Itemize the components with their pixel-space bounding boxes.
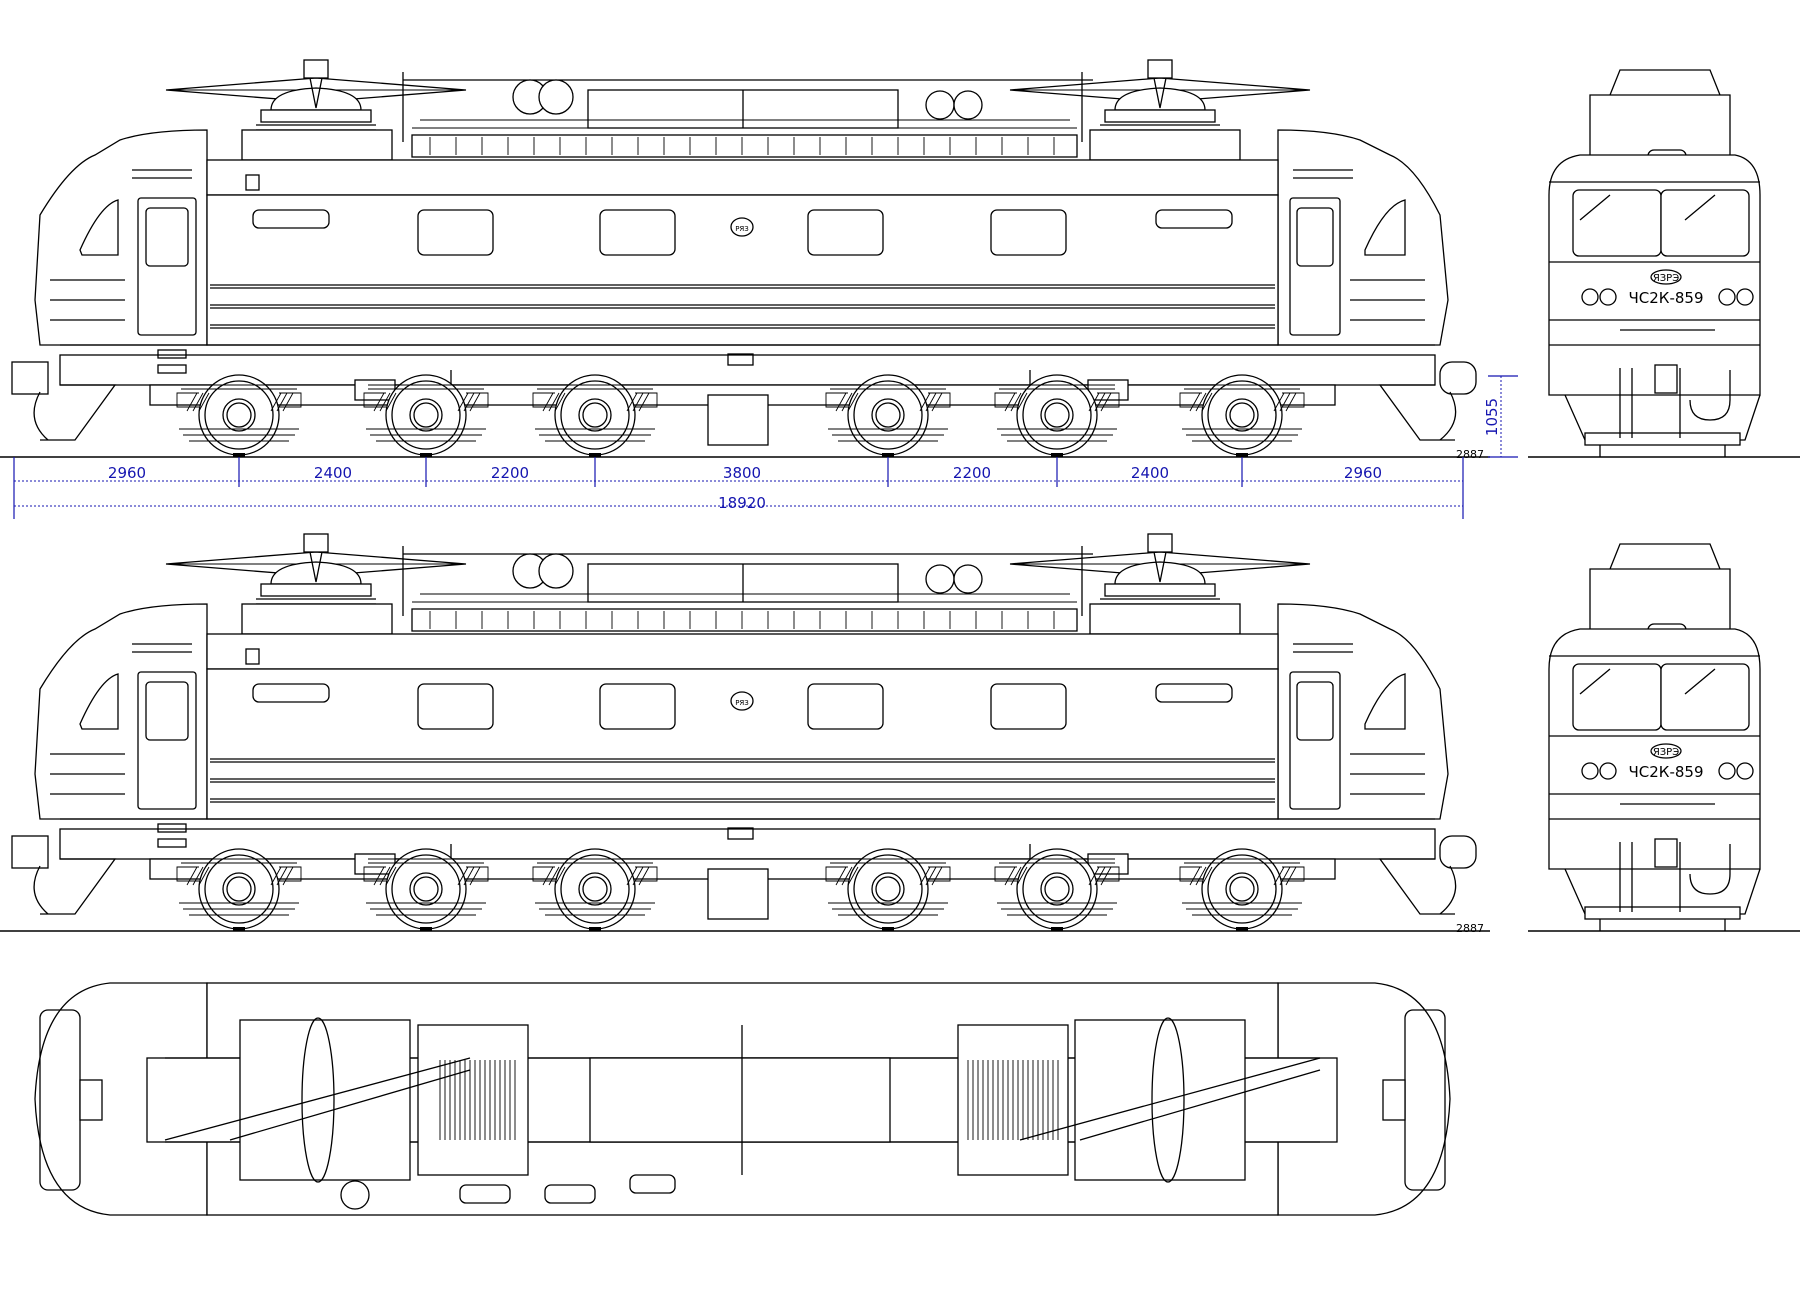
dim-buffer-height: 1055: [1483, 398, 1501, 436]
front-view-2: ЯЗРЭ ЧС2К-859: [1527, 543, 1800, 932]
dim-segment-6: 2400: [1131, 464, 1169, 482]
dim-segment-3: 2200: [491, 464, 529, 482]
rail-mark: 2887: [1456, 448, 1484, 461]
dimensions: 2960 2400 2200 3800 2200 2400 2960 18920…: [13, 375, 1518, 519]
dim-segment-7: 2960: [1344, 464, 1382, 482]
dim-segment-2: 2400: [314, 464, 352, 482]
front-logo: ЯЗРЭ: [1653, 273, 1679, 284]
dim-segment-5: 2200: [953, 464, 991, 482]
top-view: [34, 982, 1451, 1216]
side-logo: РЯЗ: [735, 699, 749, 707]
side-logo: РЯЗ: [735, 225, 749, 233]
front-view-1: ЯЗРЭ ЧС2К-859: [1527, 69, 1800, 458]
rail-mark: 2887: [1456, 922, 1484, 935]
dim-total-length: 18920: [718, 494, 766, 512]
side-view-1: РЯЗ 2887: [0, 60, 1490, 461]
locomotive-number: ЧС2К-859: [1629, 763, 1704, 781]
side-view-2: РЯЗ 2887: [0, 534, 1490, 935]
dim-segment-1: 2960: [108, 464, 146, 482]
dim-segment-4: 3800: [723, 464, 761, 482]
front-logo: ЯЗРЭ: [1653, 747, 1679, 758]
locomotive-number: ЧС2К-859: [1629, 289, 1704, 307]
